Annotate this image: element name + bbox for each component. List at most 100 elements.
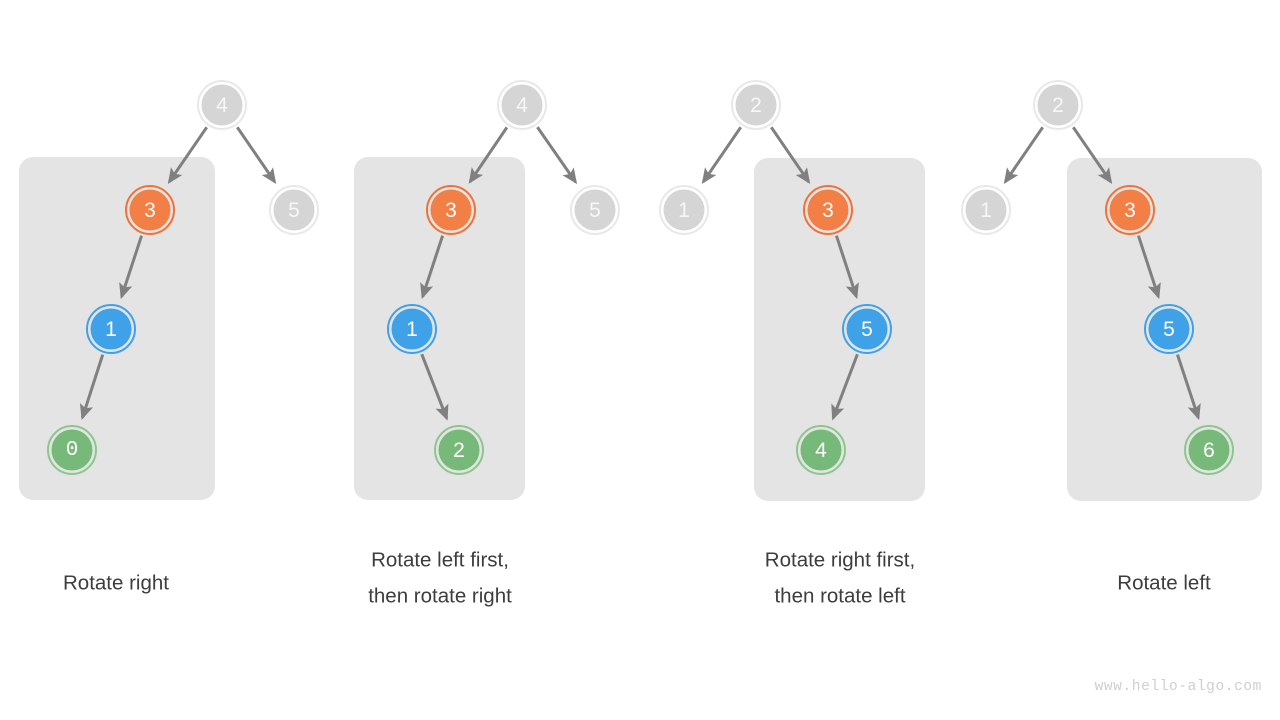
panel-caption-line: Rotate right (63, 571, 169, 594)
tree-node-5[interactable]: 5 (842, 304, 892, 354)
tree-node-3[interactable]: 3 (125, 185, 175, 235)
node-ring (497, 80, 547, 130)
node-ring (659, 185, 709, 235)
subtree-highlight-box (354, 157, 525, 500)
node-ring (1184, 425, 1234, 475)
node-disc (807, 189, 849, 231)
node-value-label: 2 (1052, 94, 1064, 117)
tree-edge-n4-to-n5 (536, 126, 578, 185)
panel-caption-line: then rotate right (368, 584, 512, 607)
node-ring (796, 425, 846, 475)
node-disc (1037, 84, 1079, 126)
node-disc (51, 429, 93, 471)
node-ring (961, 185, 1011, 235)
tree-node-2[interactable]: 2 (731, 80, 781, 130)
node-value-label: 3 (822, 199, 834, 222)
tree-node-5[interactable]: 5 (1144, 304, 1194, 354)
node-disc (391, 308, 433, 350)
node-value-label: 4 (216, 94, 228, 117)
tree-edge-n2-to-n3 (770, 126, 811, 185)
tree-edge-n2-to-n1 (1003, 126, 1044, 185)
node-ring (426, 185, 476, 235)
node-value-label: 5 (589, 199, 601, 222)
node-ring (269, 185, 319, 235)
node-ring (842, 304, 892, 354)
node-ring (125, 185, 175, 235)
node-value-label: 2 (453, 439, 465, 462)
node-ring (1105, 185, 1155, 235)
node-disc (273, 189, 315, 231)
node-disc (129, 189, 171, 231)
node-disc (90, 308, 132, 350)
tree-edge-n1-to-n2 (420, 353, 449, 421)
tree-node-3[interactable]: 3 (803, 185, 853, 235)
node-disc (501, 84, 543, 126)
tree-edge-n3-to-n1 (420, 235, 445, 300)
node-value-label: 4 (516, 94, 528, 117)
tree-edge-n3-to-n1 (119, 235, 144, 300)
tree-edge-n3-to-n5 (834, 235, 859, 300)
node-ring (47, 425, 97, 475)
node-disc (201, 84, 243, 126)
tree-node-4[interactable]: 4 (197, 80, 247, 130)
subtree-highlight-box (754, 158, 925, 501)
node-value-label: 5 (288, 199, 300, 222)
node-disc (735, 84, 777, 126)
node-value-label: 3 (445, 199, 457, 222)
node-value-label: 4 (815, 439, 827, 462)
node-disc (574, 189, 616, 231)
node-value-label: 5 (861, 318, 873, 341)
node-disc (430, 189, 472, 231)
node-value-label: 1 (406, 318, 418, 341)
node-ring (731, 80, 781, 130)
tree-node-3[interactable]: 3 (1105, 185, 1155, 235)
tree-node-4[interactable]: 4 (796, 425, 846, 475)
node-ring (197, 80, 247, 130)
node-disc (663, 189, 705, 231)
node-ring (803, 185, 853, 235)
tree-node-5[interactable]: 5 (570, 185, 620, 235)
node-disc (1109, 189, 1151, 231)
tree-edge-n5-to-n6 (1176, 354, 1201, 421)
tree-node-6[interactable]: 6 (1184, 425, 1234, 475)
panel-caption: Rotate left (1117, 571, 1211, 594)
node-value-label: 0 (66, 439, 79, 462)
panel-caption-line: Rotate right first, (765, 548, 915, 571)
tree-node-1[interactable]: 1 (86, 304, 136, 354)
tree-edge-n4-to-n3 (167, 126, 208, 185)
node-ring (86, 304, 136, 354)
tree-node-2[interactable]: 2 (1033, 80, 1083, 130)
tree-node-1[interactable]: 1 (659, 185, 709, 235)
node-disc (800, 429, 842, 471)
tree-node-5[interactable]: 5 (269, 185, 319, 235)
tree-edge-n4-to-n3 (468, 126, 509, 184)
panel-caption: Rotate right first, then rotate left (765, 548, 915, 607)
tree-node-3[interactable]: 3 (426, 185, 476, 235)
node-value-label: 3 (144, 199, 156, 222)
node-ring (387, 304, 437, 354)
tree-node-0[interactable]: 0 (47, 425, 97, 475)
node-disc (965, 189, 1007, 231)
tree-edge-n1-to-n0 (79, 354, 105, 421)
node-disc (438, 429, 480, 471)
node-value-label: 5 (1163, 318, 1175, 341)
tree-node-1[interactable]: 1 (961, 185, 1011, 235)
tree-edge-n2-to-n3 (1072, 126, 1113, 185)
node-value-label: 1 (678, 199, 690, 222)
panel-caption-line: then rotate left (774, 584, 905, 607)
tree-node-2[interactable]: 2 (434, 425, 484, 475)
tree-edge-n3-to-n5 (1136, 235, 1161, 300)
tree-node-1[interactable]: 1 (387, 304, 437, 354)
node-disc (1188, 429, 1230, 471)
tree-node-4[interactable]: 4 (497, 80, 547, 130)
panel-caption: Rotate right (63, 571, 169, 594)
node-value-label: 3 (1124, 199, 1136, 222)
node-ring (1144, 304, 1194, 354)
panel-caption-line: Rotate left first, (371, 548, 509, 571)
node-value-label: 2 (750, 94, 762, 117)
